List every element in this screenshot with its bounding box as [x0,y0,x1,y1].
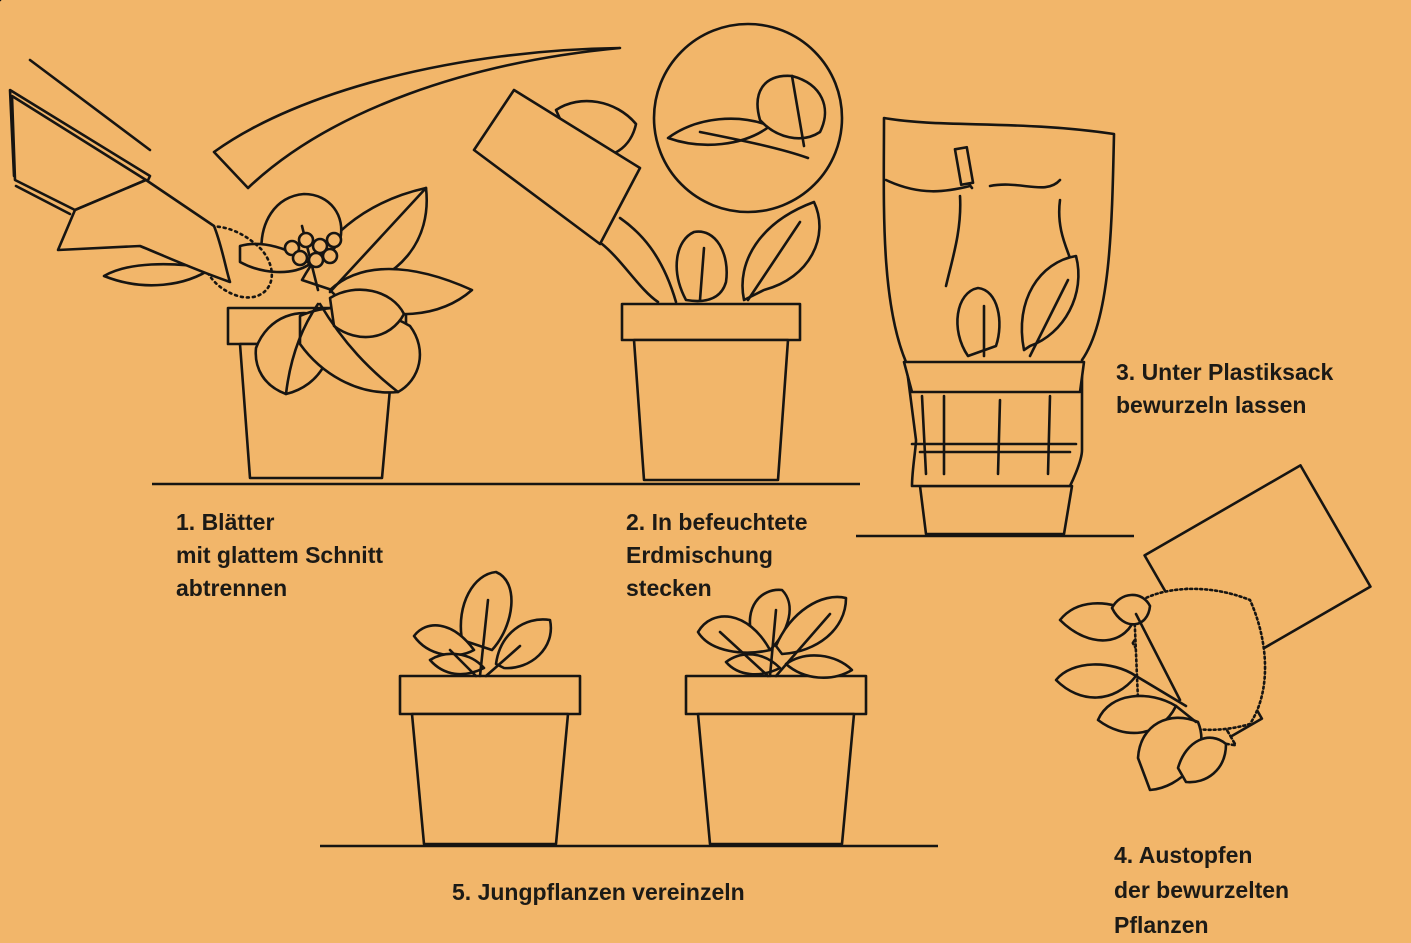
flower-pot-icon [920,486,1072,534]
knife-icon [0,0,230,282]
flower-pot-icon [686,676,866,844]
step1-line2: mit glattem Schnitt [176,539,383,572]
step1-line1: 1. Blätter [176,506,383,539]
step4-illustration [1056,465,1405,790]
step4-line1: 4. Austopfen [1114,838,1289,873]
african-violet-plant [240,188,472,394]
step1-line3: abtrennen [176,572,383,605]
step4-line3: Pflanzen [1114,908,1289,943]
step3-illustration [856,118,1134,536]
step3-caption: 3. Unter Plastiksack bewurzeln lassen [1116,356,1333,422]
step3-line1: 3. Unter Plastiksack [1116,356,1333,389]
flower-pot-icon [622,304,800,480]
step5-caption: 5. Jungpflanzen vereinzeln [452,876,745,909]
step2-caption: 2. In befeuchtete Erdmischung stecken [626,506,807,605]
step2-line1: 2. In befeuchtete [626,506,807,539]
step4-line2: der bewurzelten [1114,873,1289,908]
plastic-bag-icon [884,118,1114,486]
step1-caption: 1. Blätter mit glattem Schnitt abtrennen [176,506,383,605]
step5-line1: 5. Jungpflanzen vereinzeln [452,876,745,909]
magnifier-circle-icon [654,24,842,212]
step2-line2: Erdmischung [626,539,807,572]
step3-line2: bewurzeln lassen [1116,389,1333,422]
step2-illustration [474,24,842,480]
step4-caption: 4. Austopfen der bewurzelten Pflanzen [1114,838,1289,943]
step2-line3: stecken [626,572,807,605]
step5-illustration [320,572,938,846]
young-plant-left [414,572,551,676]
flower-pot-icon [400,676,580,844]
